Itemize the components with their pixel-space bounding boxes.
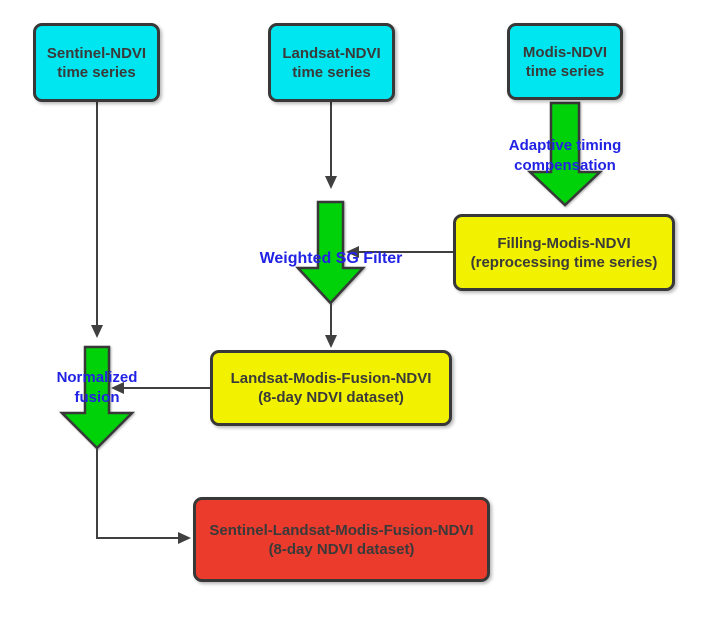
node-label-line1: Filling-Modis-NDVI [497, 234, 631, 252]
connector-fusion-to-normalized [111, 382, 210, 394]
node-landsat-modis-fusion-ndvi: Landsat-Modis-Fusion-NDVI (8-day NDVI da… [210, 350, 452, 426]
label-normalized-fusion: Normalized fusion [17, 368, 177, 408]
connector-sg-to-fusion-box [325, 303, 337, 348]
node-sentinel-ndvi: Sentinel-NDVI time series [33, 23, 160, 102]
connector-normalized-to-output [96, 448, 191, 544]
node-label-line2: (8-day NDVI dataset) [258, 389, 404, 406]
node-label-line1: Modis-NDVI [522, 43, 608, 61]
connector-sentinel-down [91, 102, 103, 338]
label-adaptive-timing-compensation: Adaptive timing compensation [455, 136, 675, 176]
node-landsat-ndvi: Landsat-NDVI time series [268, 23, 395, 102]
node-label-line2: time series [525, 62, 605, 80]
node-label-line1: Sentinel-NDVI [46, 44, 147, 62]
node-label-line2: (reprocessing time series) [470, 253, 658, 271]
label-line1: Normalized [56, 369, 138, 386]
block-arrow-adaptive-timing [526, 101, 604, 207]
label-line2: compensation [514, 157, 616, 174]
label-line2: fusion [74, 389, 120, 406]
connector-landsat-down [325, 102, 337, 189]
label-weighted-sg-filter: Weighted SG Filter [259, 250, 403, 267]
node-label-line2: time series [292, 63, 371, 81]
node-sentinel-landsat-modis-fusion-ndvi: Sentinel-Landsat-Modis-Fusion-NDVI (8-da… [193, 497, 490, 582]
connector-filling-to-sg-filter [346, 246, 453, 258]
label-line1: Adaptive timing [508, 137, 622, 154]
node-label-line2: (8-day NDVI dataset) [268, 540, 415, 558]
node-modis-ndvi: Modis-NDVI time series [507, 23, 623, 100]
block-arrow-normalized-fusion [58, 345, 136, 450]
block-arrow-weighted-sg [295, 200, 366, 305]
node-label-line1: Landsat-NDVI [282, 44, 381, 62]
node-label-line2: time series [57, 63, 136, 81]
node-label-line1: Landsat-Modis-Fusion-NDVI [230, 370, 432, 387]
node-filling-modis-ndvi: Filling-Modis-NDVI (reprocessing time se… [453, 214, 675, 291]
node-label-line1: Sentinel-Landsat-Modis-Fusion-NDVI [209, 521, 474, 539]
